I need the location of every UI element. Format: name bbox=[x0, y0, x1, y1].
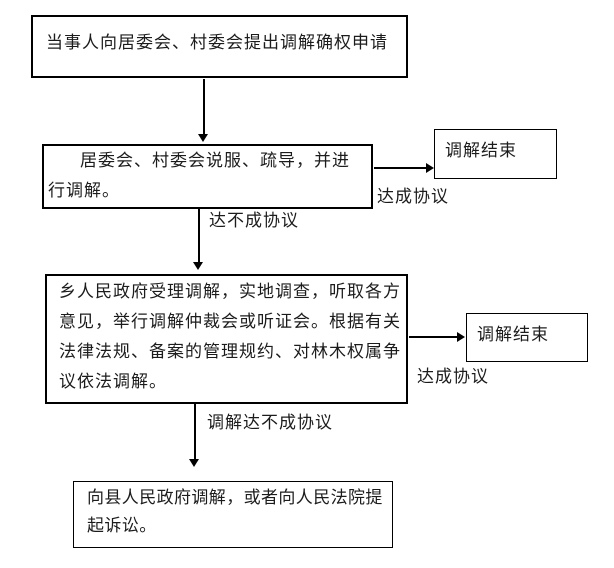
edge-label-agreement-1: 达成协议 bbox=[377, 187, 449, 206]
arrow-line bbox=[374, 167, 426, 169]
node-committee-text-line: 行调解。 bbox=[48, 181, 120, 200]
node-mediation-end-2-box: 调解结束 bbox=[466, 313, 588, 362]
arrow-line bbox=[194, 404, 196, 459]
node-township-text-line: 议依法调解。 bbox=[59, 372, 167, 391]
node-court-text-line: 向县人民政府调解，或者向人民法院提 bbox=[87, 488, 383, 507]
node-township-text-line: 意见，举行调解仲裁会或听证会。根据有关 bbox=[59, 312, 401, 331]
node-mediation-end-2-text: 调解结束 bbox=[477, 325, 549, 344]
node-application-text: 当事人向居委会、村委会提出调解确权申请 bbox=[46, 33, 388, 52]
node-court-text-line: 起诉讼。 bbox=[87, 516, 157, 535]
node-mediation-end-1-box: 调解结束 bbox=[434, 129, 557, 179]
arrowhead-right-icon bbox=[457, 332, 465, 342]
node-township-mediation-box: 乡人民政府受理调解，实地调查，听取各方 意见，举行调解仲裁会或听证会。根据有关 … bbox=[45, 274, 408, 404]
arrowhead-right-icon bbox=[426, 163, 434, 173]
node-application-box: 当事人向居委会、村委会提出调解确权申请 bbox=[31, 15, 408, 78]
edge-label-agreement-2: 达成协议 bbox=[417, 367, 489, 386]
node-township-text-line: 法律法规、备案的管理规约、对林木权属争 bbox=[59, 342, 401, 361]
arrow-line bbox=[203, 79, 205, 135]
arrowhead-down-icon bbox=[189, 459, 199, 467]
edge-label-no-agreement-2: 调解达不成协议 bbox=[207, 413, 333, 432]
edge-label-no-agreement-1: 达不成协议 bbox=[209, 211, 299, 230]
node-committee-text-line: 居委会、村委会说服、疏导，并进 bbox=[80, 151, 350, 170]
arrow-line bbox=[409, 336, 457, 338]
node-committee-mediation-box: 居委会、村委会说服、疏导，并进 行调解。 bbox=[42, 144, 373, 209]
arrow-line bbox=[198, 209, 200, 263]
node-county-or-court-box: 向县人民政府调解，或者向人民法院提 起诉讼。 bbox=[73, 481, 393, 548]
node-mediation-end-1-text: 调解结束 bbox=[445, 141, 517, 160]
node-township-text-line: 乡人民政府受理调解，实地调查，听取各方 bbox=[59, 282, 401, 301]
arrowhead-down-icon bbox=[193, 262, 203, 270]
arrowhead-down-icon bbox=[198, 134, 208, 142]
